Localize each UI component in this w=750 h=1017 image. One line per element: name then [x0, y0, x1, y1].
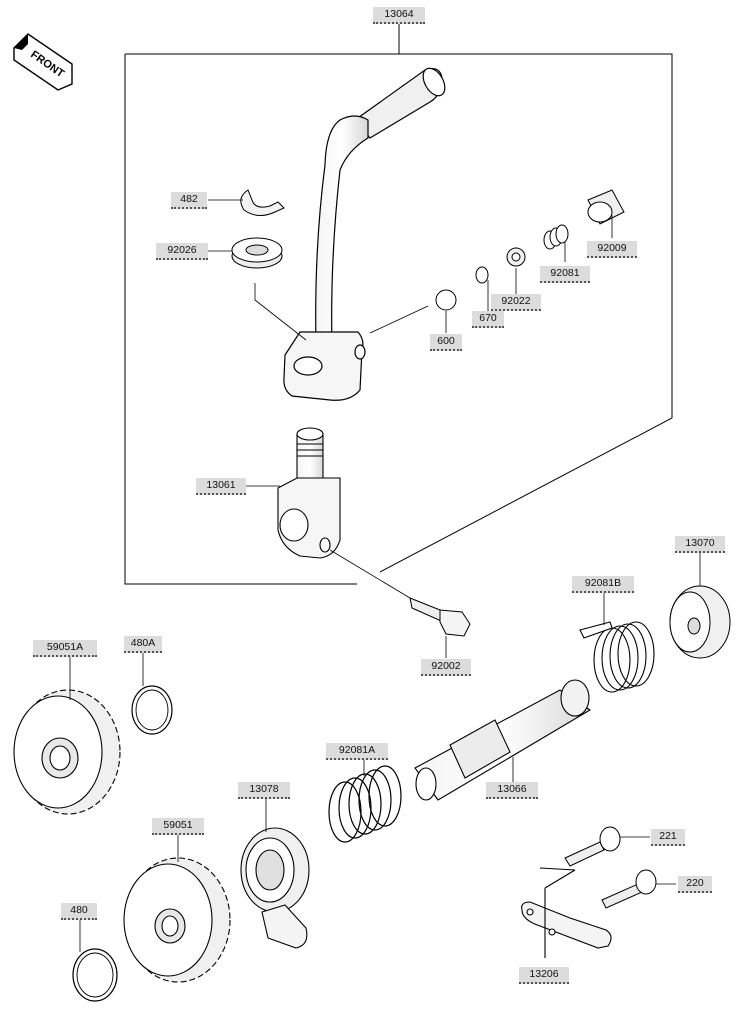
circlip-480	[72, 948, 118, 1002]
part-label-13070[interactable]: 13070	[675, 536, 725, 553]
part-label-480[interactable]: 480	[61, 903, 97, 920]
part-label-92022[interactable]: 92022	[491, 294, 541, 311]
part-label-600[interactable]: 600	[430, 334, 462, 351]
part-label-13061[interactable]: 13061	[196, 478, 246, 495]
nut-92022	[506, 247, 526, 267]
part-label-92026[interactable]: 92026	[156, 243, 208, 260]
part-label-13064[interactable]: 13064	[373, 7, 425, 24]
plug-92009	[587, 189, 625, 225]
spring-92081	[543, 224, 569, 250]
front-arrow-icon	[13, 33, 73, 91]
spring-92081a	[328, 765, 402, 843]
kick-pedal-lever	[283, 67, 446, 401]
ring-670	[475, 266, 489, 284]
part-label-13206[interactable]: 13206	[519, 967, 569, 984]
part-label-13066[interactable]: 13066	[486, 782, 538, 799]
part-label-221[interactable]: 221	[651, 829, 685, 846]
plate-13206	[521, 867, 612, 958]
part-label-480a[interactable]: 480A	[124, 636, 162, 653]
part-label-482[interactable]: 482	[171, 192, 207, 209]
circlip-480a	[131, 685, 173, 735]
shaft-13066	[414, 679, 592, 801]
part-label-13078[interactable]: 13078	[238, 782, 290, 799]
part-label-59051[interactable]: 59051	[152, 818, 204, 835]
part-label-92002[interactable]: 92002	[421, 659, 471, 676]
bolt-221	[564, 826, 621, 867]
circlip-482	[240, 189, 285, 216]
part-label-92081a[interactable]: 92081A	[326, 743, 388, 760]
part-label-92009[interactable]: 92009	[587, 241, 637, 258]
part-label-220[interactable]: 220	[678, 876, 712, 893]
part-label-59051a[interactable]: 59051A	[33, 640, 97, 657]
collar-13070	[669, 585, 731, 659]
gear-59051	[123, 857, 231, 983]
spring-92081b	[579, 621, 655, 693]
bolt-92002	[409, 597, 471, 637]
gear-59051a	[13, 689, 121, 815]
bolt-220	[601, 869, 657, 909]
ratchet-13078	[240, 827, 310, 949]
shaft-13061	[277, 427, 341, 559]
ball-600	[435, 289, 457, 311]
part-label-670[interactable]: 670	[472, 311, 504, 328]
washer-92026	[231, 237, 283, 269]
part-label-92081b[interactable]: 92081B	[572, 576, 634, 593]
assembly-bracket-13064	[124, 22, 673, 585]
part-label-92081[interactable]: 92081	[540, 266, 590, 283]
